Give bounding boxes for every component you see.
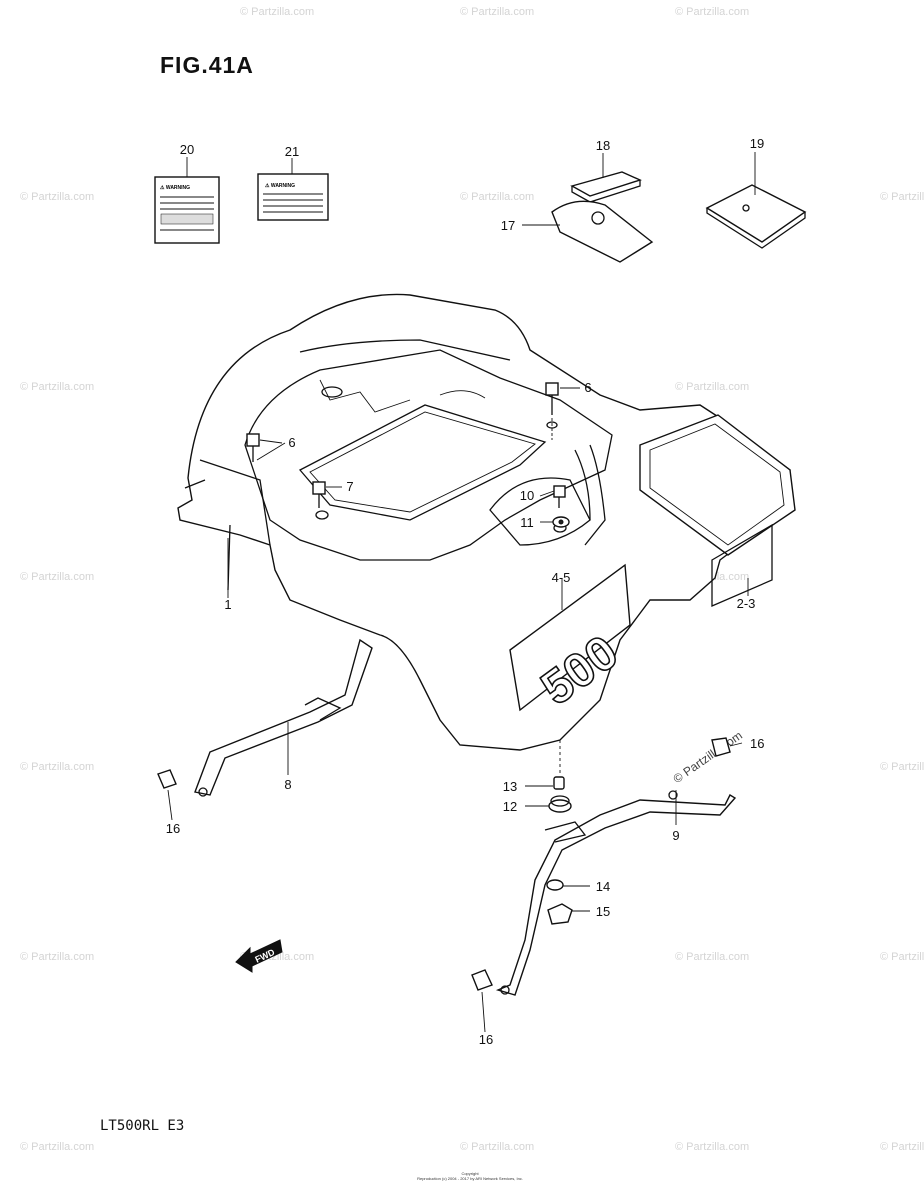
watermark-text: © Partzilla.com bbox=[880, 191, 924, 203]
owners-manual-19 bbox=[705, 184, 807, 249]
callout-7: 7 bbox=[346, 479, 353, 494]
callout-14: 14 bbox=[596, 879, 610, 894]
model-code: LT500RL E3 bbox=[100, 1118, 185, 1134]
bolt-7 bbox=[312, 481, 326, 508]
bolt-6-left bbox=[246, 433, 260, 462]
callout-6: 6 bbox=[288, 435, 295, 450]
callout-8: 8 bbox=[284, 777, 291, 792]
brace-9 bbox=[495, 790, 737, 996]
watermark-text: © Partzilla.com bbox=[460, 6, 534, 18]
callout-2-3: 2-3 bbox=[737, 596, 756, 611]
warning-label-21-text: ⚠ WARNING bbox=[265, 183, 295, 189]
warning-label-21: ⚠ WARNING bbox=[257, 173, 329, 221]
washer-11 bbox=[552, 516, 570, 528]
bolt-6-right bbox=[545, 382, 559, 440]
watermark-text: © Partzilla.com bbox=[20, 1141, 94, 1153]
callout-4-5: 4-5 bbox=[552, 570, 571, 585]
callout-17: 17 bbox=[501, 218, 515, 233]
watermark-text: © Partzilla.com bbox=[20, 191, 94, 203]
cap-16-left bbox=[157, 769, 177, 789]
collar-13 bbox=[553, 776, 565, 790]
callout-16: 16 bbox=[750, 736, 764, 751]
bracket-18 bbox=[570, 171, 642, 203]
cover-plate-17 bbox=[551, 200, 654, 263]
callout-21: 21 bbox=[285, 144, 299, 159]
nut-15 bbox=[547, 903, 573, 925]
callout-6: 6 bbox=[584, 380, 591, 395]
callout-13: 13 bbox=[503, 779, 517, 794]
callout-11: 11 bbox=[520, 515, 534, 530]
callout-16: 16 bbox=[479, 1032, 493, 1047]
watermark-text: © Partzilla.com bbox=[20, 951, 94, 963]
callout-15: 15 bbox=[596, 904, 610, 919]
watermark-text: © Partzilla.com bbox=[240, 6, 314, 18]
watermark-text: © Partzilla.com bbox=[675, 381, 749, 393]
reflector-2-3 bbox=[639, 414, 796, 607]
callouts: 20 21 18 19 17 6 6 7 10 11 4-5 2-3 1 8 1… bbox=[166, 136, 765, 1047]
rear-fender-1 bbox=[177, 293, 791, 751]
callout-20: 20 bbox=[180, 142, 194, 157]
callout-9: 9 bbox=[672, 828, 679, 843]
watermark-text: © Partzilla.com bbox=[460, 191, 534, 203]
callout-16: 16 bbox=[166, 821, 180, 836]
warning-label-20: ⚠ WARNING bbox=[154, 176, 220, 244]
watermark-text: © Partzilla.com bbox=[880, 951, 924, 963]
watermark-text: © Partzilla.com bbox=[20, 571, 94, 583]
grommet-12 bbox=[548, 795, 572, 813]
callout-10: 10 bbox=[520, 488, 534, 503]
warning-label-20-text: ⚠ WARNING bbox=[160, 185, 190, 191]
watermark-text: © Partzilla.com bbox=[675, 951, 749, 963]
brace-8 bbox=[194, 638, 373, 797]
callout-12: 12 bbox=[503, 799, 517, 814]
bolt-10 bbox=[553, 485, 566, 508]
fwd-arrow: FWD bbox=[235, 939, 283, 973]
watermark-text: © Partzilla.com bbox=[880, 761, 924, 773]
leader-lines bbox=[167, 152, 756, 1033]
watermark-text: © Partzilla.com bbox=[675, 6, 749, 18]
cap-16-bottom bbox=[471, 969, 493, 991]
cap-16-right bbox=[711, 737, 731, 757]
washer-14 bbox=[546, 879, 564, 891]
watermark-text: © Partzilla.com bbox=[20, 381, 94, 393]
watermark-text: © Partzilla.com bbox=[880, 1141, 924, 1153]
watermark-text: © Partzilla.com bbox=[460, 1141, 534, 1153]
callout-1: 1 bbox=[224, 597, 231, 612]
callout-19: 19 bbox=[750, 136, 764, 151]
watermark-text: © Partzilla.com bbox=[671, 728, 745, 786]
figure-title: FIG.41A bbox=[160, 52, 254, 78]
copyright-notice: Copyright Reproduction (c) 2004 - 2017 b… bbox=[417, 1171, 523, 1181]
callout-18: 18 bbox=[596, 138, 610, 153]
watermark-text: © Partzilla.com bbox=[675, 1141, 749, 1153]
watermark-text: © Partzilla.com bbox=[20, 761, 94, 773]
